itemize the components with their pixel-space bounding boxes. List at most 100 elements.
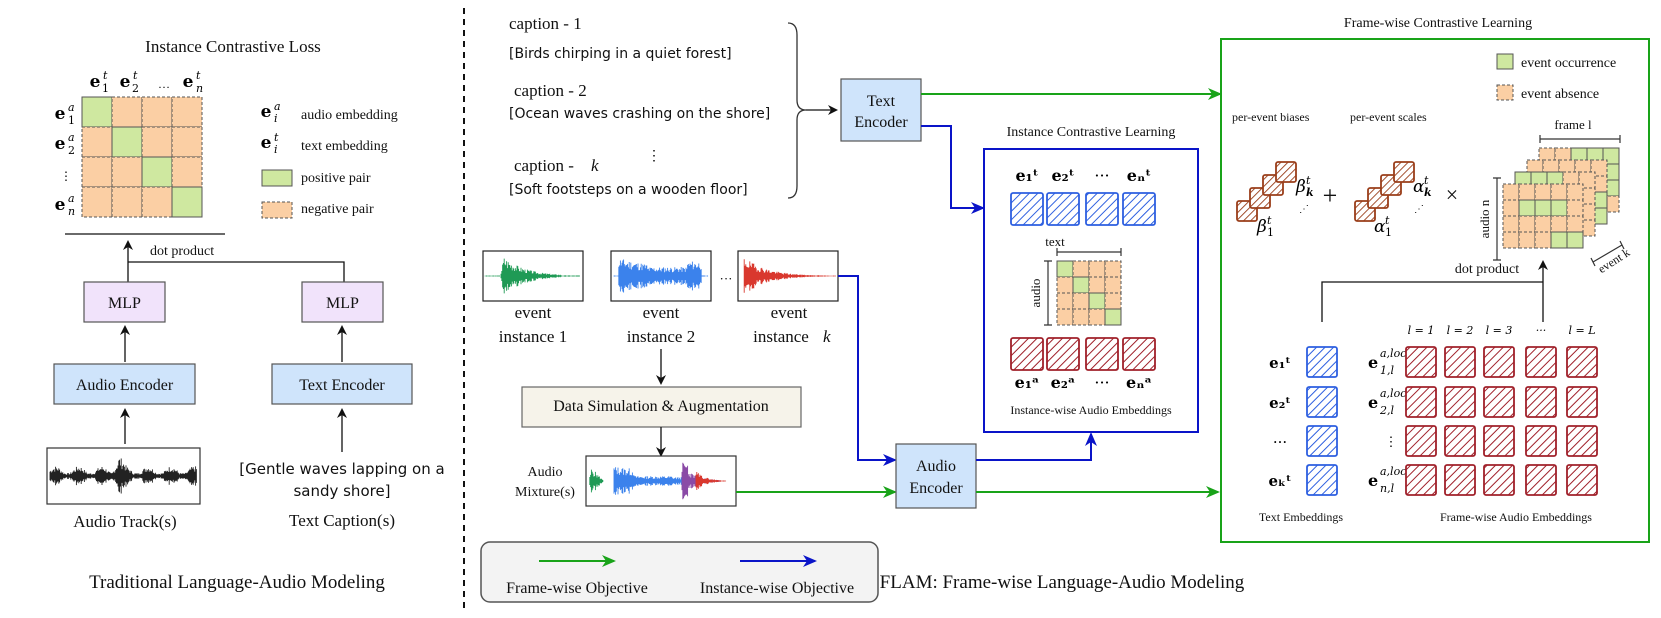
event-absence-cell: [1502, 199, 1520, 217]
event-absence-cell: [1534, 231, 1552, 249]
frame-audio-label-sup: a,loc: [1380, 387, 1406, 400]
frame-audio-embedding-square: [1405, 346, 1437, 378]
frame-text-embedding-square: [1306, 425, 1338, 457]
audio-n-axis-label: audio n: [1477, 199, 1492, 238]
positive-cell: [171, 186, 203, 218]
event-absence-cell: [1566, 199, 1584, 217]
frame-audio-embedding-square: [1525, 386, 1557, 418]
audio-embedding-label: e₂ᵃ: [1051, 373, 1076, 392]
positive-cell: [1072, 276, 1090, 294]
flam-section: caption - 1 [Birds chirping in a quiet f…: [480, 14, 1650, 603]
frame-audio-caption: Frame-wise Audio Embeddings: [1440, 510, 1592, 524]
legend-label: text embedding: [301, 139, 388, 154]
audio-encoder-box: [53, 363, 196, 405]
mlp-left-box: [83, 281, 166, 323]
svg-text:1: 1: [1267, 226, 1274, 239]
mixture-waveform-icon: [589, 462, 727, 500]
positive-pair-swatch: [261, 169, 293, 187]
legend-occurrence: event occurrence: [1521, 56, 1616, 71]
positive-cell: [141, 156, 173, 188]
legend-label: positive pair: [301, 171, 371, 186]
stack-square: [1393, 161, 1415, 183]
frame-audio-embedding-square: [1566, 346, 1598, 378]
audio-embedding-label: e₁ᵃ: [1015, 373, 1040, 392]
event-occurrence-cell: [1518, 199, 1536, 217]
text-embedding-label: eₙᵗ: [1127, 166, 1151, 185]
legend-absence: event absence: [1521, 87, 1599, 102]
frame-audio-embedding-square: [1444, 386, 1476, 418]
text-caption-label: Text Caption(s): [289, 511, 395, 530]
text-encoder-line1: Text: [867, 93, 896, 110]
caption-ellipsis: ⋮: [647, 149, 661, 164]
svg-text:t: t: [1385, 214, 1390, 227]
frame-text-label: e₂ᵗ: [1269, 394, 1291, 412]
frame-audio-label-sup: a,loc: [1380, 347, 1406, 360]
svg-text:e: e: [55, 104, 66, 124]
text-encoder-line2: Encoder: [854, 114, 908, 131]
flam-section-title: FLAM: Frame-wise Language-Audio Modeling: [880, 572, 1245, 593]
caption-brace-icon: [787, 22, 807, 199]
ellipsis: ⋰: [1414, 204, 1424, 215]
frame-dot-product: dot product: [1455, 262, 1519, 277]
audio-axis-bracket: [1044, 260, 1052, 326]
frame-audio-embedding-square: [1483, 346, 1515, 378]
instance-audio-embeddings: [1010, 337, 1156, 371]
negative-cell: [1072, 292, 1090, 310]
ellipsis: ⋰: [1299, 204, 1309, 215]
negative-cell: [1088, 308, 1106, 326]
frame-audio-embedding-square: [1525, 464, 1557, 496]
event-absence-cell: [1534, 183, 1552, 201]
frame-audio-embedding-square: [1525, 425, 1557, 457]
frame-axis-label: frame l: [1554, 117, 1592, 132]
event-occurrence-cell: [1550, 231, 1568, 249]
caption-label: caption - k: [514, 156, 599, 175]
frame-audio-label-sub: n,l: [1380, 482, 1395, 495]
times-icon: ×: [1446, 182, 1458, 207]
caption-label: caption - 2: [514, 81, 587, 100]
audio-encoder-line2: Encoder: [909, 480, 963, 497]
svg-text:1: 1: [1385, 226, 1392, 239]
event-absence-cell: [1534, 215, 1552, 233]
connector-line: [128, 261, 345, 282]
frame-audio-embedding-square: [1483, 386, 1515, 418]
negative-cell: [1072, 260, 1090, 278]
svg-text:i: i: [274, 112, 278, 125]
negative-cell: [81, 156, 113, 188]
svg-text:e: e: [261, 102, 272, 122]
instance-similarity-matrix: [1056, 260, 1122, 326]
caption-line-2: sandy shore]: [293, 482, 390, 500]
svg-text:n: n: [196, 82, 203, 95]
frame-audio-label-sub: 2,l: [1379, 404, 1394, 417]
text-embedding-label: ···: [1094, 166, 1109, 185]
positive-cell: [111, 126, 143, 158]
svg-text:t: t: [196, 69, 201, 82]
objective-legend-box: [480, 541, 879, 603]
caption-text: [Soft footsteps on a wooden floor]: [509, 182, 748, 198]
negative-cell: [1056, 292, 1074, 310]
svg-text:1: 1: [102, 82, 109, 95]
audio-embedding-label: eₙᵃ: [1126, 373, 1152, 392]
event-absence-cell: [1550, 215, 1568, 233]
legend-frame-wise: Frame-wise Objective: [506, 580, 648, 597]
frame-audio-embedding-square: [1444, 464, 1476, 496]
waveform: [743, 259, 836, 293]
loss-title: Instance Contrastive Loss: [145, 37, 321, 56]
frame-text-embedding-square: [1306, 386, 1338, 418]
event-k-waveform-icon: [743, 259, 836, 293]
audio-waveform-icon: [49, 458, 197, 494]
frame-text-label: e₁ᵗ: [1269, 354, 1291, 372]
waveform: [613, 467, 683, 495]
waveform: [484, 258, 580, 294]
frame-audio-embedding-square: [1566, 464, 1598, 496]
mixture-label-2: Mixture(s): [515, 485, 575, 500]
